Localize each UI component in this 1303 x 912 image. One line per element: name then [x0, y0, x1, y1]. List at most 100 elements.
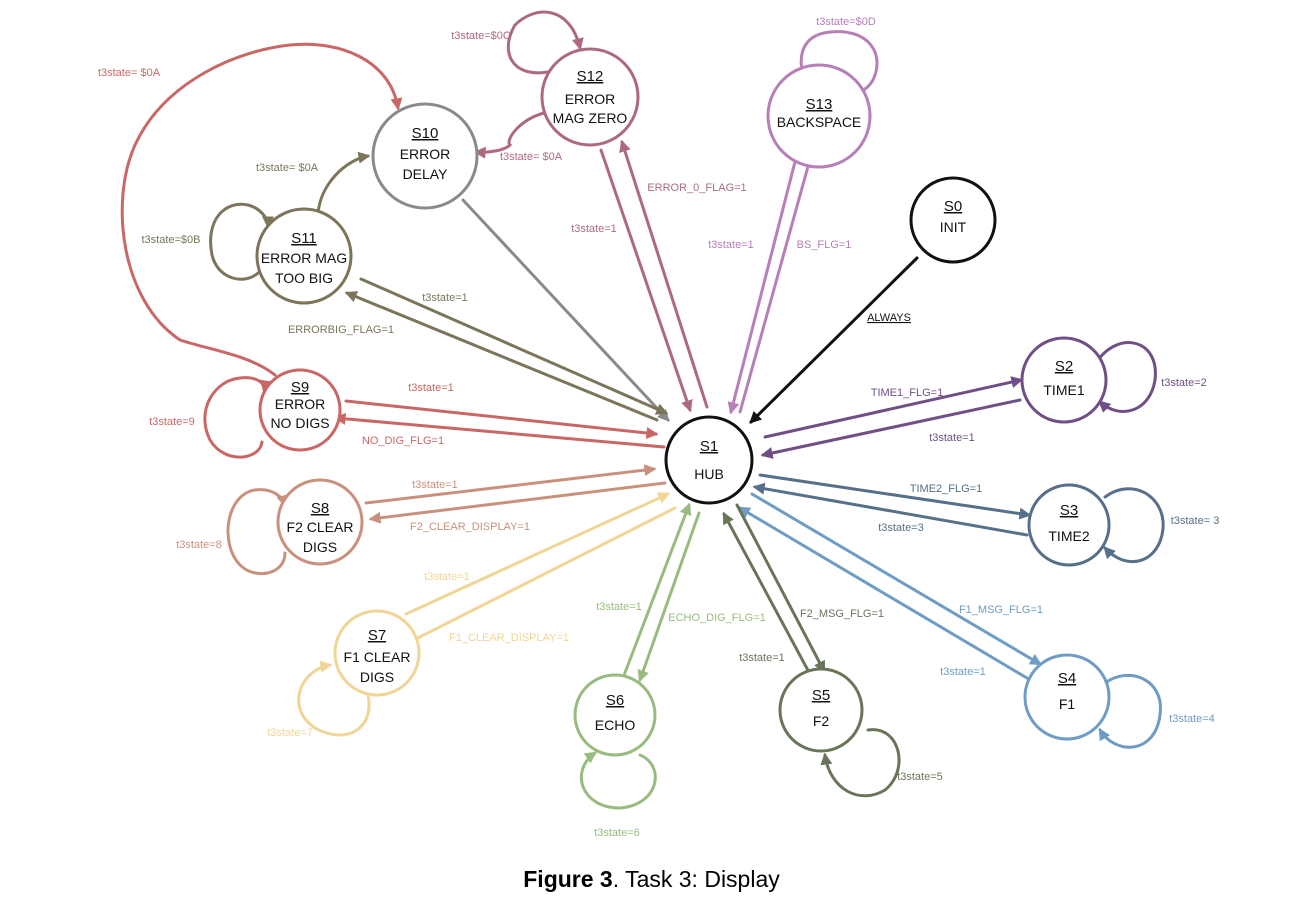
label-s3-self: t3state= 3: [1171, 515, 1220, 527]
edge-s11-self: [209, 202, 274, 281]
state-name-s8-line2: DIGS: [303, 539, 337, 555]
edge-s10-to-s1: [461, 198, 670, 422]
edge-s1-to-s13: [738, 149, 816, 414]
edge-s7-to-s1: [404, 492, 671, 616]
label-s6-to-s1: t3state=1: [596, 601, 642, 613]
state-id-s0: S0: [944, 198, 962, 215]
edge-s5-to-s1: [722, 511, 813, 678]
state-id-s8: S8: [311, 500, 329, 517]
edge-s9-self: [203, 376, 272, 459]
edge-s2-self: [1096, 341, 1157, 413]
label-s1-to-s4: F1_MSG_FLG=1: [959, 604, 1043, 616]
state-name-s6: ECHO: [595, 717, 636, 733]
state-name-s0: INIT: [940, 219, 967, 235]
state-id-s11: S11: [291, 230, 317, 247]
edge-s2-to-s1: [760, 398, 1022, 459]
edge-s4-self: [1098, 673, 1162, 749]
state-name-s7-line2: DIGS: [360, 669, 394, 685]
edge-s3-self: [1103, 487, 1165, 564]
edge-s12-to-s1: [599, 148, 693, 413]
figure-caption-text: . Task 3: Display: [612, 866, 780, 892]
state-name-s8-line1: F2 CLEAR: [287, 519, 354, 535]
edge-s0-to-s1: [749, 256, 919, 424]
state-id-s9: S9: [291, 379, 309, 396]
label-s8-self: t3state=8: [176, 539, 222, 551]
label-s13-to-s1: t3state=1: [708, 239, 754, 251]
state-circle-s5: [778, 667, 864, 753]
edge-s1-to-s5: [735, 503, 826, 674]
edge-s1-to-s4: [750, 492, 1043, 666]
state-circle-s1: [664, 415, 754, 505]
figure-caption-number: Figure 3: [523, 866, 613, 892]
edge-s6-self: [579, 751, 657, 810]
edge-s1-to-s11: [344, 291, 659, 422]
state-labels: S0 INIT S1 HUB S2 TIME1 S3 TIME2 S4 F1 S…: [261, 68, 1090, 733]
label-s2-self: t3state=2: [1161, 377, 1207, 389]
label-s11-to-s10: t3state= $0A: [256, 162, 319, 174]
state-id-s4: S4: [1058, 670, 1076, 687]
state-circle-s0: [909, 176, 997, 264]
label-s9-to-s1: t3state=1: [408, 382, 454, 394]
edge-s7-self: [297, 660, 371, 737]
state-name-s12-line1: ERROR: [565, 91, 616, 107]
state-id-s5: S5: [812, 687, 830, 704]
label-s7-self: t3state=7: [267, 727, 313, 739]
state-diagram: S0 INIT S1 HUB S2 TIME1 S3 TIME2 S4 F1 S…: [98, 10, 1219, 839]
label-s4-to-s1: t3state=1: [940, 666, 986, 678]
state-name-s11-line2: TOO BIG: [275, 270, 333, 286]
state-name-s4: F1: [1059, 696, 1076, 712]
edge-s4-to-s1: [737, 506, 1029, 680]
state-circle-s10: [371, 102, 479, 210]
state-name-s10-line2: DELAY: [403, 166, 449, 182]
state-name-s5: F2: [813, 713, 830, 729]
state-id-s6: S6: [606, 692, 624, 709]
edge-s1-to-s7: [405, 506, 677, 645]
state-circle-s13: [766, 63, 872, 169]
label-s5-to-s1: t3state=1: [739, 652, 785, 664]
state-id-s10: S10: [412, 125, 439, 142]
edge-s11-to-s10: [316, 151, 371, 216]
edge-s1-to-s2: [763, 376, 1024, 439]
state-id-s3: S3: [1060, 502, 1078, 519]
label-s1-to-s13: BS_FLG=1: [797, 239, 852, 251]
label-s11-to-s1: t3state=1: [422, 292, 468, 304]
state-name-s2: TIME1: [1043, 382, 1084, 398]
state-circle-s9: [258, 368, 342, 452]
state-id-s2: S2: [1055, 358, 1073, 375]
label-s5-self: t3state=5: [897, 771, 943, 783]
label-s9-self: t3state=9: [149, 416, 195, 428]
edge-s1-to-s12: [619, 139, 709, 409]
edge-s6-to-s1: [621, 502, 692, 680]
state-id-s12: S12: [577, 68, 604, 85]
label-s7-to-s1: t3state=1: [424, 571, 470, 583]
state-name-s10-line1: ERROR: [400, 146, 451, 162]
state-name-s3: TIME2: [1048, 528, 1089, 544]
label-s1-to-s11: ERRORBIG_FLAG=1: [288, 324, 394, 336]
state-name-s11-line1: ERROR MAG: [261, 250, 347, 266]
edge-s1-to-s3: [758, 473, 1032, 520]
label-s12-to-s10: t3state= $0A: [500, 151, 563, 163]
label-s1-to-s2: TIME1_FLG=1: [871, 387, 943, 399]
label-s6-self: t3state=6: [594, 827, 640, 839]
state-id-s7: S7: [368, 627, 386, 644]
label-s11-self: t3state=$0B: [141, 234, 200, 246]
label-s4-self: t3state=4: [1169, 713, 1215, 725]
edge-s3-to-s1: [752, 482, 1029, 537]
state-name-s7-line1: F1 CLEAR: [344, 649, 411, 665]
edge-s1-to-s9: [333, 412, 666, 449]
state-name-s12-line2: MAG ZERO: [553, 110, 628, 126]
edge-s11-to-s1: [359, 277, 669, 415]
state-name-s13: BACKSPACE: [777, 114, 862, 130]
label-s1-to-s5: F2_MSG_FLG=1: [800, 608, 884, 620]
label-s1-to-s7: F1_CLEAR_DISPLAY=1: [449, 632, 569, 644]
state-name-s9-line1: ERROR: [275, 396, 326, 412]
label-s12-self: t3state=$0C: [451, 30, 511, 42]
state-id-s1: S1: [700, 438, 718, 455]
edge-s12-self: [506, 10, 584, 75]
edge-s12-to-s10: [473, 110, 550, 159]
transition-labels: ALWAYS TIME1_FLG=1 t3state=1 t3state=2 T…: [98, 16, 1219, 839]
label-s2-to-s1: t3state=1: [929, 432, 975, 444]
state-circle-s2: [1020, 336, 1108, 424]
label-s12-to-s1: t3state=1: [571, 223, 617, 235]
state-name-s9-line2: NO DIGS: [270, 415, 329, 431]
